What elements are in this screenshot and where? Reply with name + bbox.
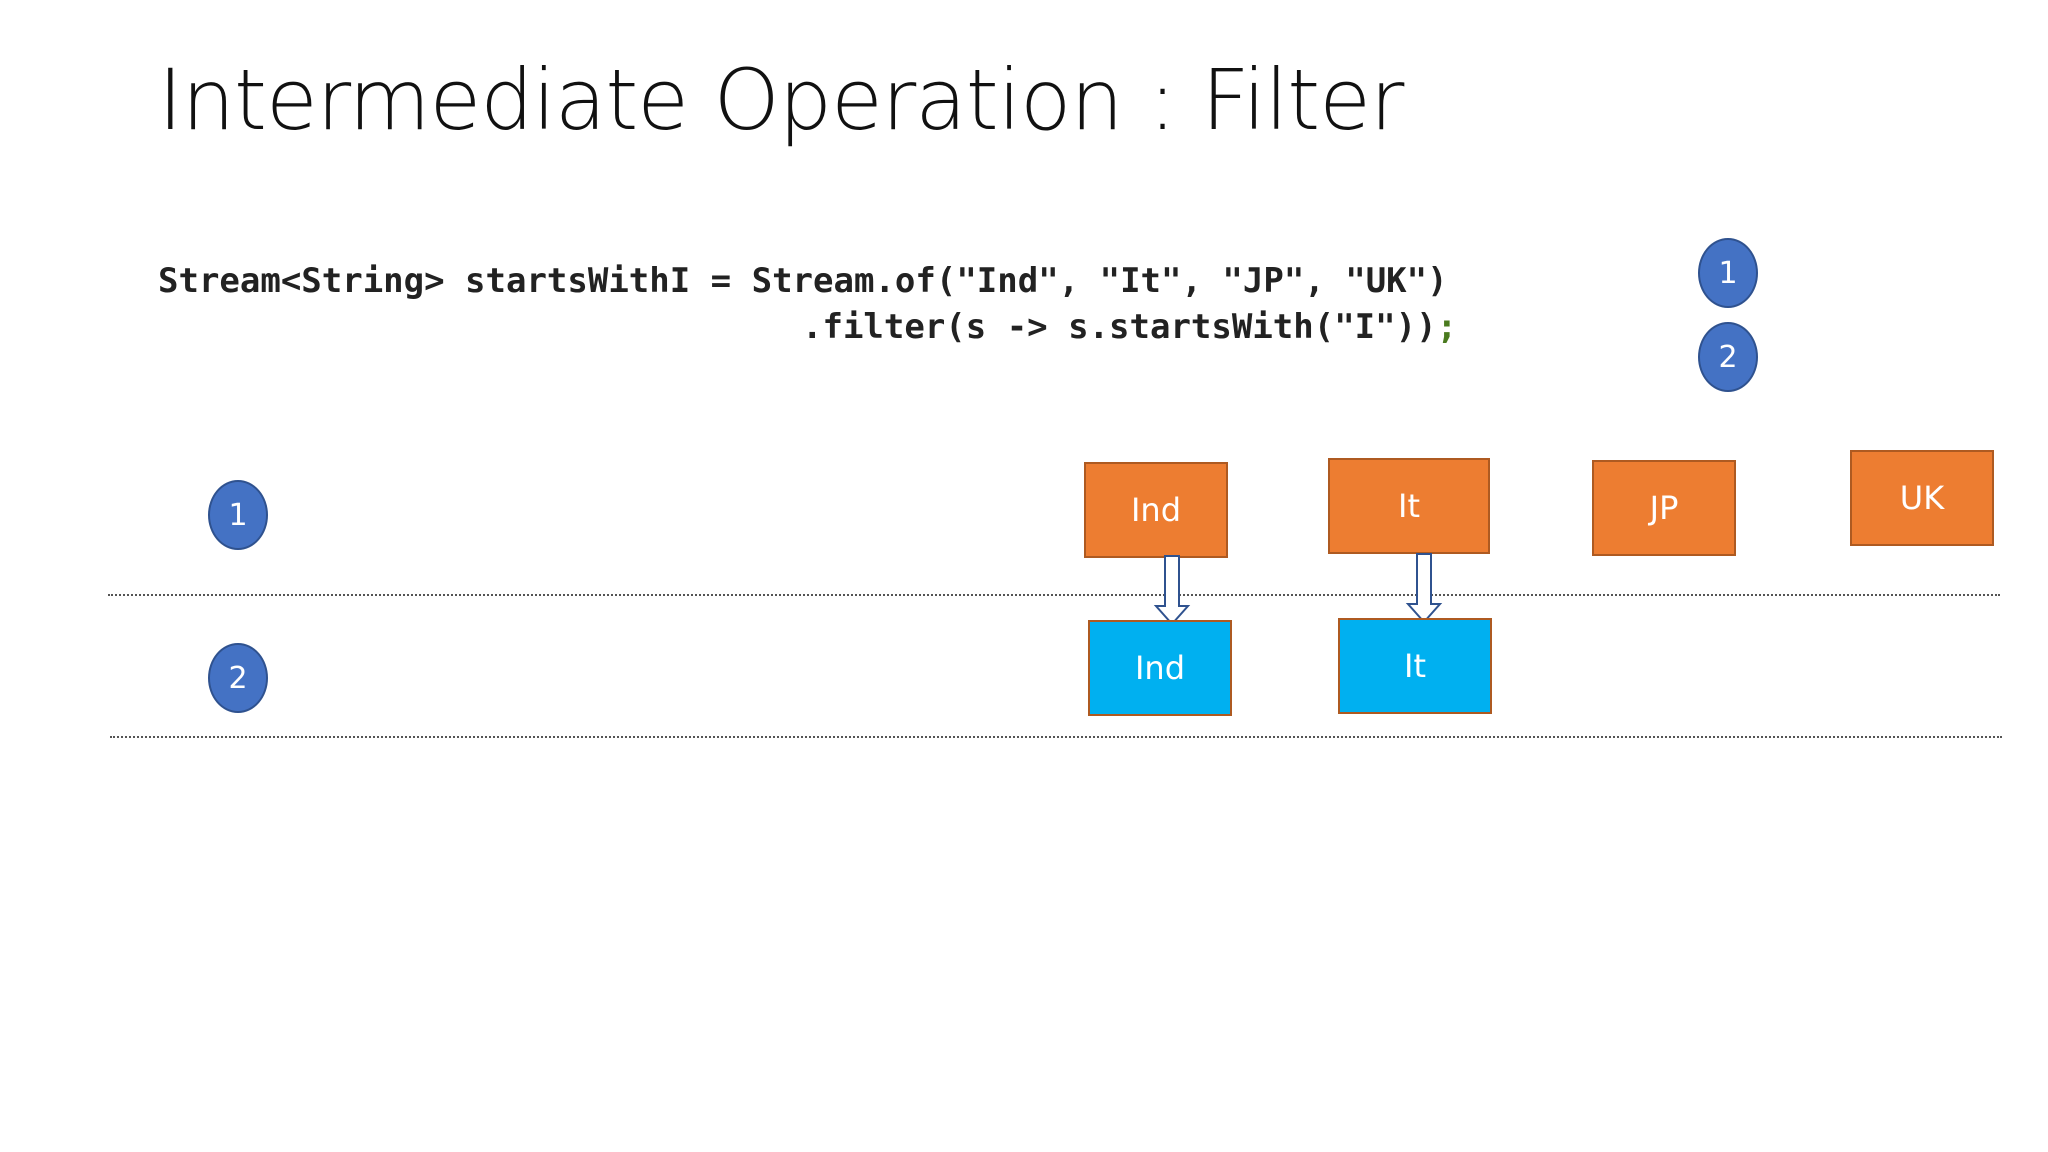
code-semicolon: ; — [1436, 307, 1458, 347]
legend-step-2-circle: 2 — [1698, 322, 1758, 392]
source-item-ind: Ind — [1084, 462, 1228, 558]
row-divider-1 — [108, 594, 2000, 596]
source-item-it: It — [1328, 458, 1490, 554]
source-item-jp: JP — [1592, 460, 1736, 556]
slide-title: Intermediate Operation : Filter — [158, 51, 1404, 149]
legend-step-1-circle: 1 — [1698, 238, 1758, 308]
code-line-2: .filter(s -> s.startsWith("I")); — [802, 310, 1457, 344]
row-divider-2 — [110, 736, 2002, 738]
filtered-item-it: It — [1338, 618, 1492, 714]
filter-arrow-it — [1405, 553, 1443, 624]
row-step-1-circle: 1 — [208, 480, 268, 550]
filter-arrow-ind — [1153, 555, 1191, 626]
filtered-item-ind: Ind — [1088, 620, 1232, 716]
code-line-1: Stream<String> startsWithI = Stream.of("… — [158, 261, 1448, 301]
row-step-2-circle: 2 — [208, 643, 268, 713]
code-line-2-body: .filter(s -> s.startsWith("I")) — [802, 307, 1437, 347]
source-item-uk: UK — [1850, 450, 1994, 546]
